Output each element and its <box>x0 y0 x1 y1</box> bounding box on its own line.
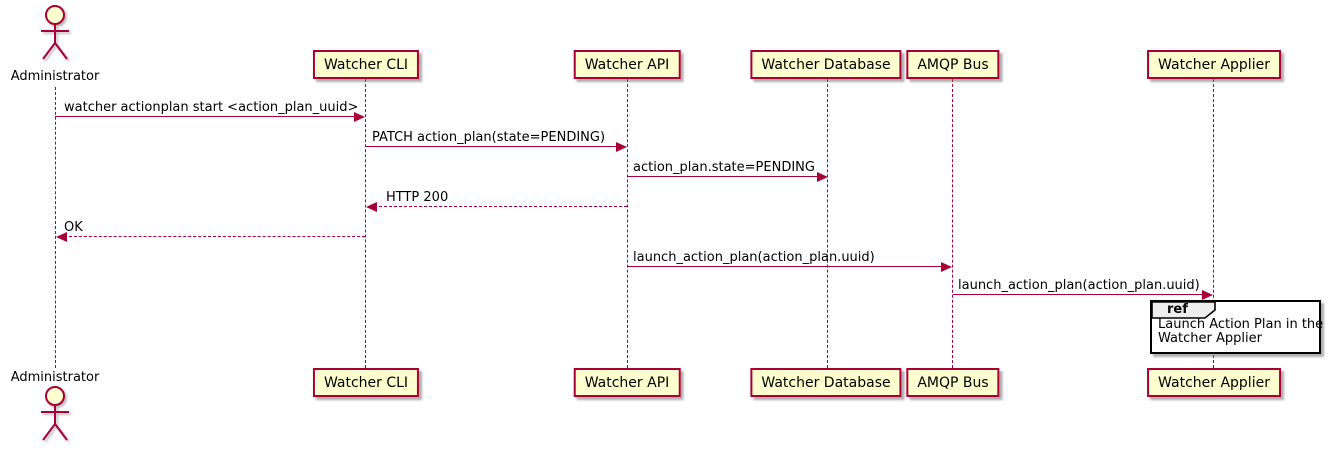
message-1-label: watcher actionplan start <action_plan_uu… <box>64 100 359 115</box>
participant-watcher-api-top: Watcher API <box>573 50 681 79</box>
participant-watcher-applier-bottom: Watcher Applier <box>1147 368 1281 397</box>
participant-watcher-api-bottom: Watcher API <box>573 368 681 397</box>
message-3-arrowhead-icon <box>817 172 828 182</box>
participant-watcher-cli-bottom: Watcher CLI <box>312 368 420 397</box>
message-2-arrowhead-icon <box>616 142 627 152</box>
ref-header-tag-icon <box>1151 301 1216 319</box>
participant-watcher-cli-top: Watcher CLI <box>312 50 420 79</box>
ref-text-line1: Launch Action Plan in the <box>1158 317 1324 332</box>
message-3-label: action_plan.state=PENDING <box>633 160 815 175</box>
participant-amqp-bus-bottom: AMQP Bus <box>906 368 1000 397</box>
message-1-arrowhead-icon <box>354 112 365 122</box>
ref-text-line2: Watcher Applier <box>1158 331 1262 346</box>
participant-watcher-database-top: Watcher Database <box>750 50 902 79</box>
actor-administrator-icon-bottom <box>41 386 69 441</box>
lifeline-watcher-api <box>627 79 628 368</box>
lifeline-watcher-applier <box>1213 79 1214 368</box>
message-7-line <box>953 294 1205 295</box>
lifeline-amqp-bus <box>952 79 953 368</box>
message-1-line <box>55 116 357 117</box>
actor-administrator-icon <box>41 5 69 60</box>
ref-text: Launch Action Plan in the Watcher Applie… <box>1158 318 1323 346</box>
lifeline-watcher-database <box>827 79 828 368</box>
actor-administrator-label-bottom: Administrator <box>10 370 100 385</box>
lifeline-administrator <box>55 87 56 368</box>
participant-watcher-database-bottom: Watcher Database <box>750 368 902 397</box>
message-5-label: OK <box>64 220 83 235</box>
message-5-line <box>64 236 365 237</box>
message-3-line <box>628 176 820 177</box>
message-6-arrowhead-icon <box>941 262 952 272</box>
lifeline-watcher-cli <box>365 79 366 368</box>
message-4-arrowhead-icon <box>366 202 377 212</box>
message-6-line <box>628 266 944 267</box>
participant-watcher-applier-top: Watcher Applier <box>1147 50 1281 79</box>
ref-fragment: ref Launch Action Plan in the Watcher Ap… <box>1150 300 1323 354</box>
participant-amqp-bus-top: AMQP Bus <box>906 50 1000 79</box>
actor-administrator-label-top: Administrator <box>10 69 100 84</box>
message-2-line <box>366 146 619 147</box>
ref-keyword: ref <box>1167 302 1188 317</box>
message-4-label: HTTP 200 <box>386 190 449 205</box>
message-5-arrowhead-icon <box>56 232 67 242</box>
message-2-label: PATCH action_plan(state=PENDING) <box>372 130 606 145</box>
message-7-arrowhead-icon <box>1202 290 1213 300</box>
message-7-label: launch_action_plan(action_plan.uuid) <box>958 278 1200 293</box>
message-6-label: launch_action_plan(action_plan.uuid) <box>633 250 875 265</box>
message-4-line <box>374 206 627 207</box>
